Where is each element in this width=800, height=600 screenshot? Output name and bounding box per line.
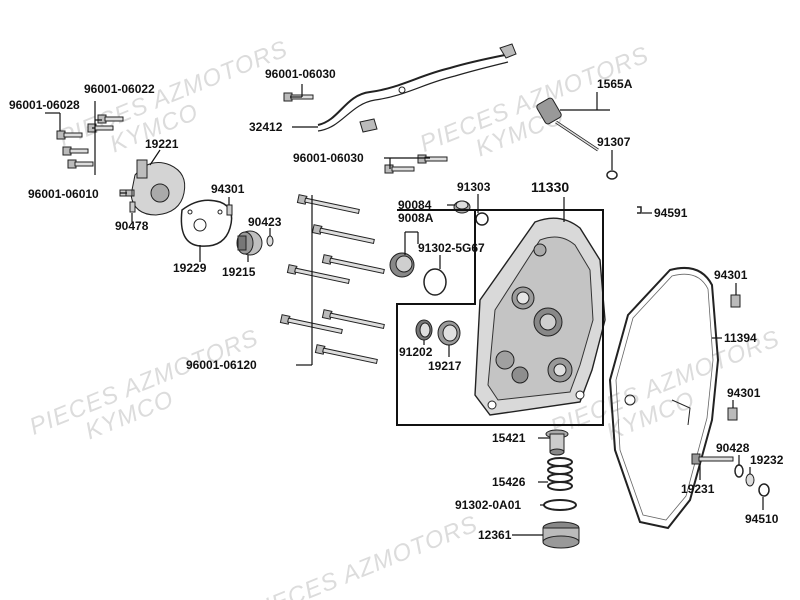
label-15426: 15426 xyxy=(492,475,526,489)
cable-32412 xyxy=(317,43,517,133)
o-ring-91302-0A01 xyxy=(543,499,577,511)
leader-lines xyxy=(45,84,764,536)
pin-90478 xyxy=(129,201,136,213)
label-32412: 32412 xyxy=(249,120,283,134)
cap-9008A xyxy=(389,252,415,278)
label-9008A: 9008A xyxy=(398,211,434,225)
bearing-19217 xyxy=(437,320,461,346)
label-1565A: 1565A xyxy=(597,77,633,91)
pin-94301-c xyxy=(727,407,738,421)
label-90084: 90084 xyxy=(398,198,432,212)
bolts-96001-06030-mid xyxy=(384,154,448,174)
label-11330: 11330 xyxy=(531,179,569,195)
pin-94301-a xyxy=(226,204,233,216)
label-91303: 91303 xyxy=(457,180,491,194)
washer-19232 xyxy=(745,473,755,487)
label-11394: 11394 xyxy=(724,331,757,345)
shaft-19231 xyxy=(691,453,734,465)
gasket-19229 xyxy=(180,199,233,247)
label-94301-a: 94301 xyxy=(211,182,245,196)
label-96001-06120: 96001-06120 xyxy=(186,358,257,372)
label-96001-06030-top: 96001-06030 xyxy=(265,67,336,81)
washer-90423 xyxy=(266,235,274,247)
label-12361: 12361 xyxy=(478,528,512,542)
assembly-box-11330 xyxy=(396,209,604,426)
label-19217: 19217 xyxy=(428,359,462,373)
o-ring-91303 xyxy=(475,212,489,226)
label-96001-06028: 96001-06028 xyxy=(9,98,80,112)
clip-94510 xyxy=(758,483,770,497)
o-ring-91307 xyxy=(606,170,618,180)
label-96001-06030-mid: 96001-06030 xyxy=(293,151,364,165)
label-91302-0A01: 91302-0A01 xyxy=(455,498,521,512)
part-labels: 96001-06030 96001-06022 96001-06028 3241… xyxy=(9,67,784,542)
impeller-19215 xyxy=(236,230,263,256)
label-91302-5G67: 91302-5G67 xyxy=(418,241,485,255)
watermark-text: PIECES AZMOTORS xyxy=(245,510,482,600)
filter-15421 xyxy=(545,429,569,456)
o-ring-91302-5G67 xyxy=(423,268,447,296)
gasket-11394 xyxy=(608,266,720,530)
label-96001-06022: 96001-06022 xyxy=(84,82,155,96)
label-94301-b: 94301 xyxy=(714,268,748,282)
label-91307: 91307 xyxy=(597,135,631,149)
label-96001-06010: 96001-06010 xyxy=(28,187,99,201)
cap-12361 xyxy=(542,521,580,549)
bolts-left-group xyxy=(56,114,124,169)
pin-94301-b xyxy=(730,294,741,308)
seal-91202 xyxy=(415,319,433,341)
label-19215: 19215 xyxy=(222,265,256,279)
label-90423: 90423 xyxy=(248,215,282,229)
crankcase-cover-11330 xyxy=(474,217,606,416)
label-90478: 90478 xyxy=(115,219,149,233)
label-91202: 91202 xyxy=(399,345,433,359)
label-19232: 19232 xyxy=(750,453,784,467)
label-19231: 19231 xyxy=(681,482,715,496)
label-19221: 19221 xyxy=(145,137,179,151)
label-94510: 94510 xyxy=(745,512,779,526)
clip-94591 xyxy=(637,206,642,214)
long-bolts-96001-06120 xyxy=(279,194,385,365)
spring-15426 xyxy=(547,457,573,491)
label-94301-c: 94301 xyxy=(727,386,761,400)
label-94591: 94591 xyxy=(654,206,688,220)
label-19229: 19229 xyxy=(173,261,207,275)
label-90428: 90428 xyxy=(716,441,750,455)
label-15421: 15421 xyxy=(492,431,526,445)
plug-90084 xyxy=(453,200,471,214)
dipstick-1565A xyxy=(536,97,599,152)
washer-90428 xyxy=(734,464,744,478)
